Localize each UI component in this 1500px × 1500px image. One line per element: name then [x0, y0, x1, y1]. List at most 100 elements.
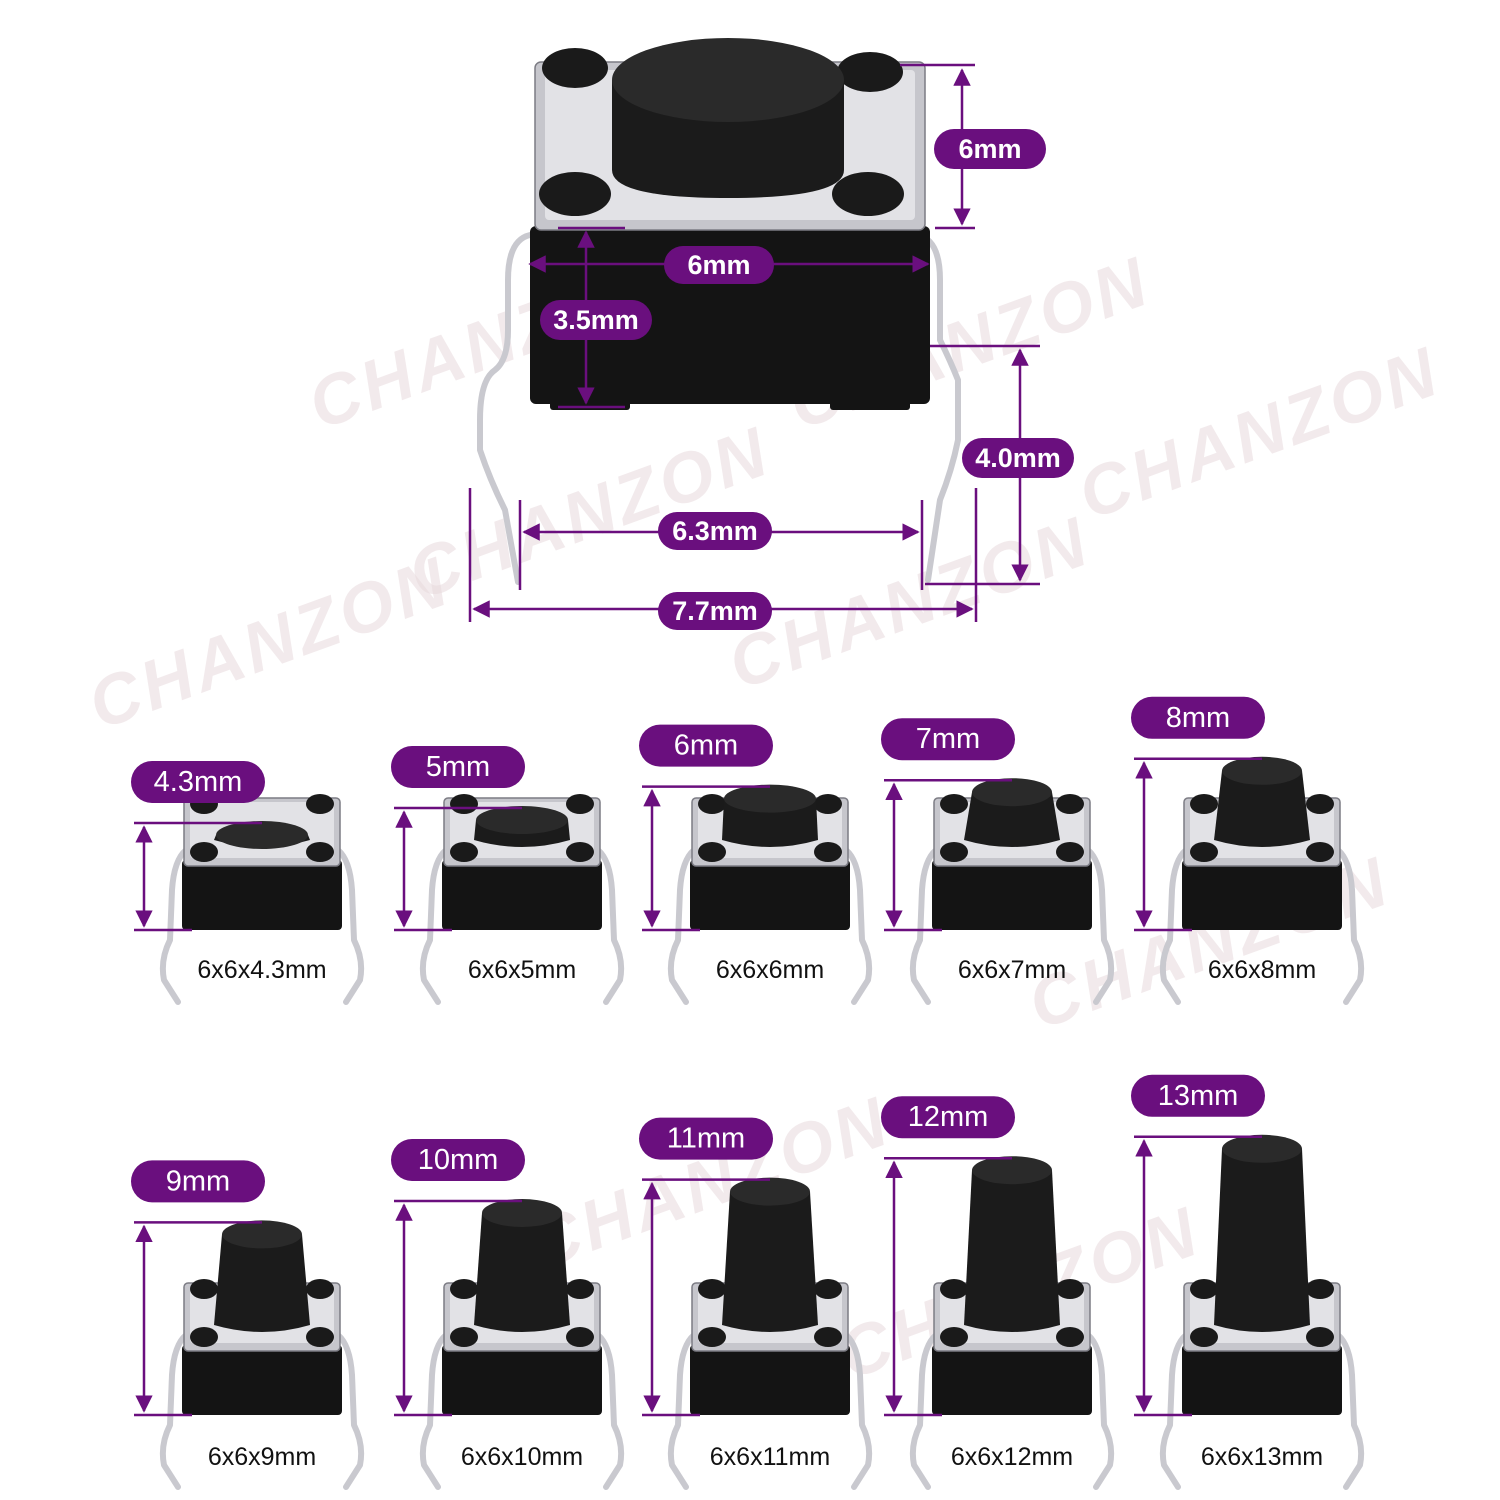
right-lead — [595, 847, 625, 1005]
corner-nub — [698, 842, 726, 862]
left-lead — [667, 847, 697, 1005]
plunger-top — [482, 1199, 562, 1227]
corner-nub — [940, 1279, 968, 1299]
corner-nub — [566, 842, 594, 862]
plunger — [722, 1191, 818, 1332]
corner-nub — [1190, 842, 1218, 862]
switch-body — [442, 860, 602, 930]
corner-nub — [1056, 842, 1084, 862]
left-lead — [1159, 1332, 1189, 1490]
switch-body — [182, 860, 342, 930]
height-pill — [639, 1117, 773, 1160]
corner-nub — [306, 794, 334, 814]
switch-body — [690, 1345, 850, 1415]
corner-nub — [1190, 1279, 1218, 1299]
plunger-top — [724, 784, 816, 813]
height-pill — [131, 760, 265, 803]
switch-foot — [830, 390, 910, 410]
height-pill-label: 13mm — [1158, 1080, 1239, 1112]
height-pill-label: 4.3mm — [154, 766, 243, 798]
corner-nub — [1190, 794, 1218, 814]
switch-body — [182, 1345, 342, 1415]
corner-nub — [450, 1279, 478, 1299]
height-pill — [391, 1139, 525, 1181]
right-lead — [1335, 847, 1365, 1005]
left-lead — [477, 232, 533, 585]
watermark: CHANZON — [1068, 332, 1450, 535]
plunger-top — [216, 820, 308, 849]
plunger — [722, 798, 818, 847]
lead-outer-spacing-label: 7.7mm — [672, 596, 758, 626]
variant-grid: 4.3mm6x6x4.3mm5mm6x6x5mm6mm6x6x6mm7mm6x6… — [131, 696, 1365, 1490]
watermark: CHANZON — [518, 1082, 900, 1285]
right-lead — [1085, 847, 1115, 1005]
height-pill — [639, 724, 773, 767]
corner-nub — [306, 1279, 334, 1299]
dimension-pill — [934, 129, 1046, 169]
corner-nub — [306, 1327, 334, 1347]
right-lead — [335, 1332, 365, 1490]
corner-nub — [1190, 1327, 1218, 1347]
switch-body — [442, 1345, 602, 1415]
corner-nub — [450, 794, 478, 814]
variant-caption: 6x6x9mm — [208, 1443, 316, 1471]
left-lead — [419, 1332, 449, 1490]
variant-caption: 6x6x11mm — [710, 1443, 830, 1471]
height-pill-label: 6mm — [674, 730, 738, 762]
corner-nub — [539, 172, 611, 216]
variant-caption: 6x6x12mm — [951, 1443, 1073, 1471]
corner-nub — [450, 1327, 478, 1347]
left-lead — [909, 1332, 939, 1490]
plunger — [474, 1213, 570, 1332]
variant-switch: 13mm 6x6x13mm — [1131, 1074, 1365, 1490]
dimension-pill — [658, 592, 772, 630]
variant-caption: 6x6x13mm — [1201, 1443, 1323, 1471]
watermark: CHANZON — [78, 542, 460, 745]
plunger-top — [222, 1220, 302, 1249]
right-lead — [915, 232, 961, 583]
corner-nub — [837, 52, 903, 92]
plunger-top — [1222, 756, 1302, 785]
corner-nub — [566, 794, 594, 814]
height-pill-label: 9mm — [166, 1165, 230, 1197]
plunger — [1214, 1148, 1310, 1332]
corner-nub — [190, 842, 218, 862]
plunger-height-label: 6mm — [958, 134, 1021, 164]
corner-nub — [566, 1279, 594, 1299]
switch-body — [932, 860, 1092, 930]
plunger — [964, 792, 1060, 847]
right-lead — [1335, 1332, 1365, 1490]
plunger-top — [972, 1156, 1052, 1185]
height-pill — [391, 746, 525, 788]
switch-body — [1182, 1345, 1342, 1415]
height-pill — [881, 1096, 1015, 1139]
switch-body — [1182, 860, 1342, 930]
right-lead — [1085, 1332, 1115, 1490]
corner-nub — [1306, 842, 1334, 862]
height-pill-label: 8mm — [1166, 702, 1230, 734]
corner-nub — [698, 1327, 726, 1347]
right-lead — [843, 847, 873, 1005]
variant-switch: 9mm 6x6x9mm — [131, 1160, 365, 1490]
right-lead — [843, 1332, 873, 1490]
plunger — [964, 1170, 1060, 1332]
dimension-pill — [658, 512, 772, 550]
lead-length-label: 4.0mm — [975, 443, 1061, 473]
body-height-label: 3.5mm — [553, 305, 639, 335]
height-pill-label: 12mm — [908, 1101, 989, 1133]
dimension-pill — [962, 438, 1074, 478]
corner-nub — [1306, 1327, 1334, 1347]
corner-nub — [566, 1327, 594, 1347]
corner-nub — [190, 1279, 218, 1299]
switch-body — [690, 860, 850, 930]
left-lead — [667, 1332, 697, 1490]
plunger-top — [612, 38, 844, 122]
height-pill — [131, 1160, 265, 1203]
variant-caption: 6x6x10mm — [461, 1443, 583, 1471]
dimension-pill — [664, 246, 774, 284]
corner-nub — [1056, 794, 1084, 814]
variant-caption: 6x6x5mm — [468, 956, 576, 984]
